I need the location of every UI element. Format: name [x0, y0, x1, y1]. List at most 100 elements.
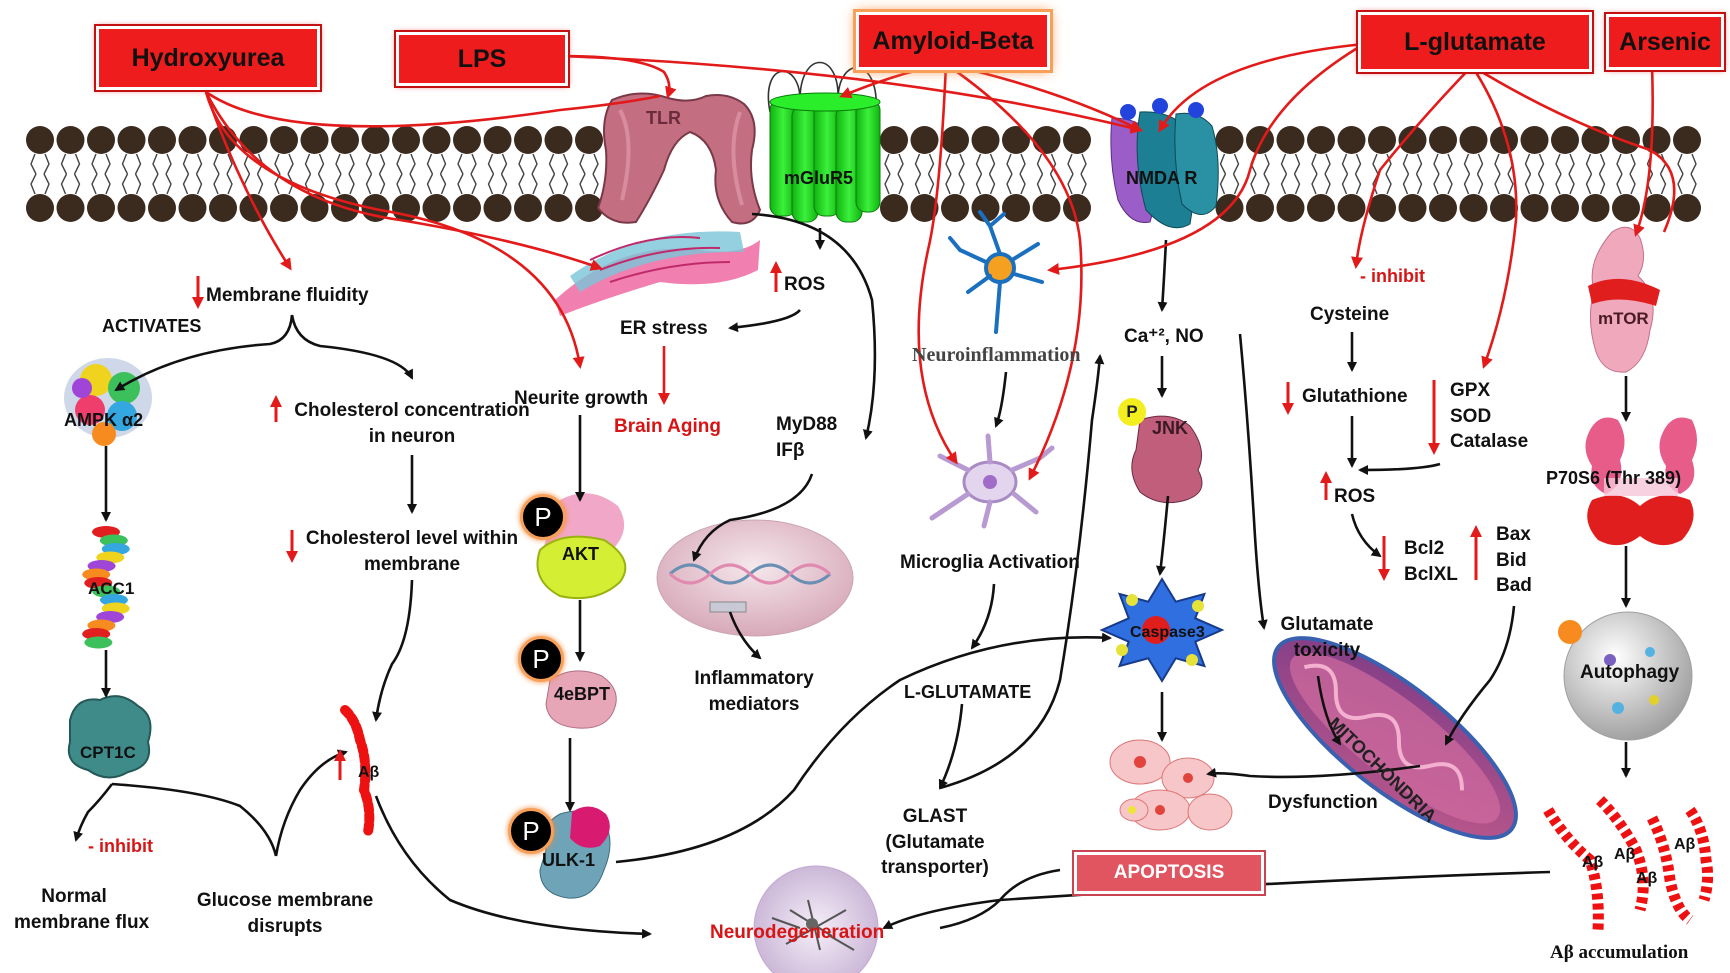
lipid-tail [518, 153, 538, 175]
akt-phospho-badge: P [520, 494, 566, 540]
cysteine-label: Cysteine [1310, 304, 1390, 325]
lipid-head [1673, 126, 1701, 154]
lipid-tail [1585, 153, 1606, 175]
jnk-phospho-label: P [1126, 402, 1138, 421]
neuroinflammation-label: Neuroinflammation [912, 344, 1081, 366]
amyloid-beta-box: Amyloid-Beta [853, 9, 1053, 73]
jnk-protein [1131, 415, 1203, 504]
lipid-head [971, 194, 1000, 222]
neurodegeneration-label: Neurodegeneration [710, 922, 885, 943]
lipid-tail [487, 173, 508, 195]
lipid-tail [1616, 173, 1636, 195]
inflammatory-line1: Inflammatory [694, 668, 814, 689]
lipid-head [331, 126, 359, 154]
lipid-head [1337, 194, 1366, 222]
lipid-tail [548, 153, 569, 175]
lipid-head [1551, 194, 1579, 222]
lipid-tail [121, 153, 142, 175]
lipid-tail [1067, 153, 1087, 175]
lipid-head [26, 194, 54, 222]
lipid-tail [457, 173, 477, 195]
lipid-tail [60, 153, 81, 175]
lipid-head [178, 126, 207, 154]
lipid-head [1398, 194, 1427, 222]
lipid-head [87, 126, 115, 154]
lipid-head [514, 194, 542, 222]
lipid-head [300, 126, 329, 154]
glast-label: GLAST (Glutamate transporter) [880, 804, 990, 881]
cpt1c-protein [67, 695, 152, 779]
lipid-head [1642, 194, 1671, 222]
lipid-head [575, 194, 603, 222]
lipid-head [1276, 194, 1305, 222]
lipid-head [1215, 126, 1244, 154]
lipid-head [26, 126, 54, 154]
myd88-label: MyD88 IFβ [776, 412, 886, 463]
lipid-head [148, 194, 176, 222]
lipid-head [1520, 126, 1549, 154]
bcl2-line: Bcl2 [1404, 538, 1445, 559]
acc1-segment [84, 636, 113, 649]
cell-membrane [26, 126, 1701, 222]
lipid-tail [60, 173, 81, 195]
lipid-tail [396, 173, 416, 195]
lps-box: LPS [394, 30, 570, 88]
lipid-head [1307, 126, 1335, 154]
lipid-tail [304, 153, 325, 175]
caspase3-spot [1186, 654, 1198, 666]
lipid-tail [1219, 153, 1240, 175]
caspase3-spot [1192, 600, 1204, 612]
lipid-tail [152, 153, 172, 175]
abeta-accumulation-cluster [1543, 796, 1714, 931]
akt-label: AKT [562, 544, 599, 564]
lipid-tail [274, 153, 294, 175]
lipid-head [1612, 126, 1640, 154]
lipid-tail [152, 173, 172, 195]
lipid-head [1368, 194, 1396, 222]
lipid-tail [1006, 153, 1026, 175]
ampk-protein [64, 358, 152, 446]
normal-flux-label: Normal membrane flux [14, 884, 149, 935]
lipid-tail [914, 153, 935, 175]
nmda-receptor [1110, 98, 1219, 229]
lipid-tail [1677, 173, 1697, 195]
lipid-tail [1646, 173, 1667, 195]
lipid-head [1459, 126, 1488, 154]
lipid-head [422, 126, 451, 154]
lipid-tail [91, 173, 111, 195]
lipid-head [1368, 126, 1396, 154]
acc1-label: ACC1 [88, 579, 135, 598]
lipid-head [1398, 126, 1427, 154]
ulk1-phospho-label: P [522, 815, 540, 846]
lipid-head [1246, 126, 1274, 154]
lps-label: LPS [457, 44, 507, 73]
lipid-tail [1036, 173, 1057, 195]
caspase3-label: Caspase3 [1130, 624, 1205, 641]
lipid-head [1063, 126, 1091, 154]
lipid-head [1307, 194, 1335, 222]
lipid-tail [1036, 153, 1057, 175]
4ebpt-protein [545, 670, 617, 729]
mtor-label: mTOR [1598, 309, 1649, 328]
inflammatory-line2: mediators [708, 693, 800, 715]
l-glutamate-box: L-glutamate [1356, 10, 1594, 74]
lipid-head [392, 126, 420, 154]
lipid-tail [1402, 153, 1423, 175]
lipid-tail [548, 173, 569, 195]
lipid-tail [1311, 173, 1331, 195]
chol-level-label: Cholesterol level within membrane [302, 526, 522, 577]
mtor-protein [1588, 226, 1660, 373]
membrane-fluidity-label: Membrane fluidity [206, 285, 369, 306]
lipid-tail [1524, 173, 1545, 195]
glucose-label: Glucose membrane disrupts [190, 888, 380, 939]
lipid-tail [1311, 153, 1331, 175]
lipid-tail [365, 173, 386, 195]
lipid-head [56, 126, 85, 154]
lipid-tail [365, 153, 386, 175]
lipid-head [270, 194, 298, 222]
cpt1c-label: CPT1C [80, 743, 136, 762]
neurodegeneration-neuron [753, 865, 879, 973]
microglia-activation-label: Microglia Activation [900, 552, 1080, 573]
lipid-tail [426, 153, 447, 175]
ros-right-label: ROS [1334, 486, 1376, 507]
